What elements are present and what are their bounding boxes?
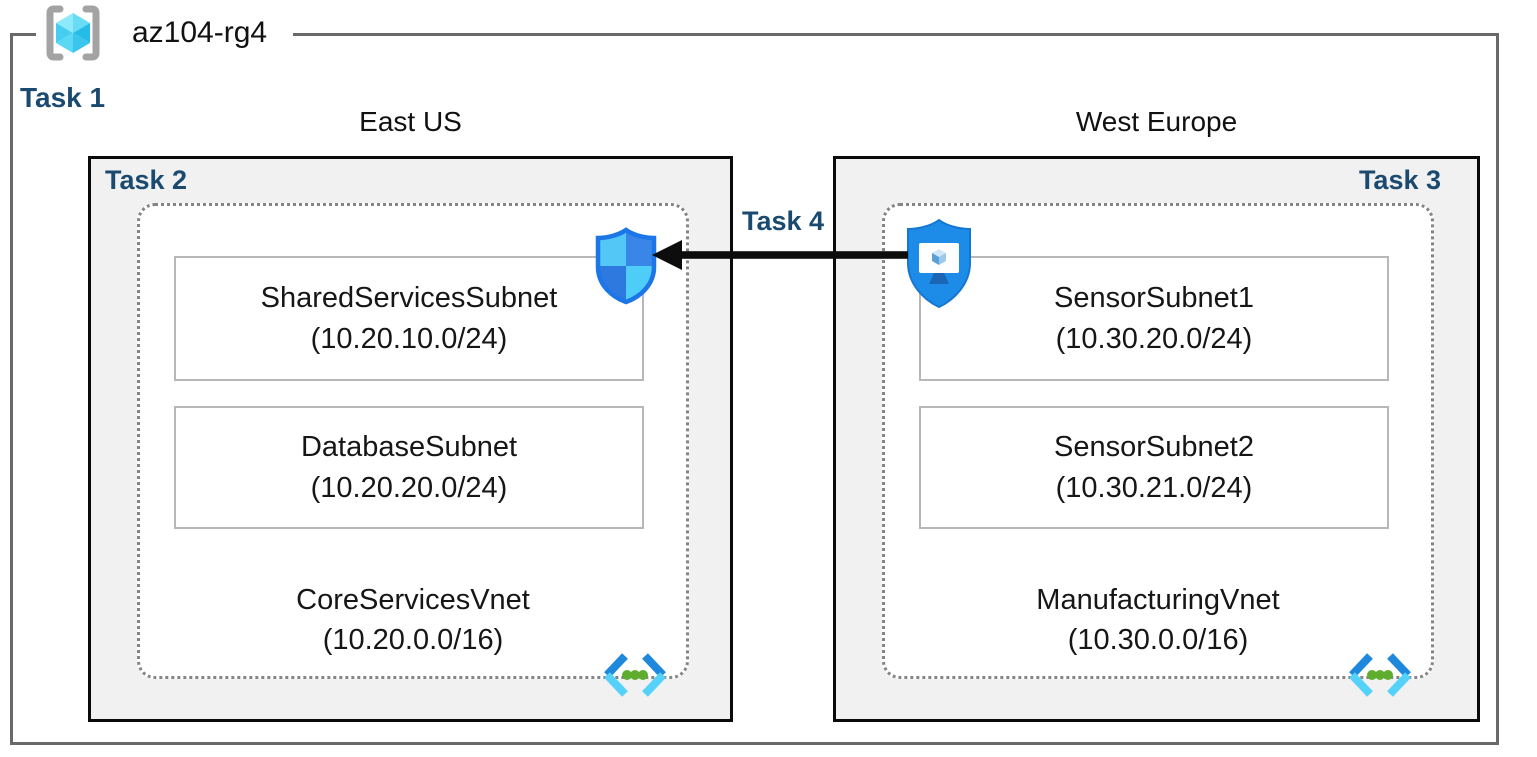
virtual-network-icon	[1349, 653, 1411, 697]
shielded-monitor-icon	[907, 218, 971, 309]
subnet-database: DatabaseSubnet (10.20.20.0/24)	[174, 406, 644, 529]
vnet-label-manufacturing: ManufacturingVnet (10.30.0.0/16)	[885, 580, 1431, 660]
vnet-name: CoreServicesVnet	[296, 583, 530, 616]
subnet-cidr: (10.20.20.0/24)	[310, 471, 508, 504]
subnet-name: SensorSubnet2	[1054, 431, 1254, 464]
resource-group-icon	[46, 5, 100, 61]
network-security-shield-icon	[595, 227, 657, 305]
subnet-shared-services: SharedServicesSubnet (10.20.10.0/24)	[174, 256, 644, 381]
vnet-cidr: (10.30.0.0/16)	[1067, 623, 1249, 656]
resource-group-boundary	[10, 33, 1499, 745]
subnet-name: SharedServicesSubnet	[260, 282, 558, 315]
subnet-name: DatabaseSubnet	[300, 431, 518, 464]
vnet-name: ManufacturingVnet	[1036, 583, 1280, 616]
vnet-cidr: (10.20.0.0/16)	[322, 623, 504, 656]
region-title-east-us: East US	[359, 106, 462, 137]
peering-arrow	[652, 240, 908, 270]
resource-group-header: az104-rg4	[36, 2, 294, 64]
region-west-europe: Task 3 SensorSubnet1 (10.30.20.0/24) Sen…	[833, 156, 1480, 722]
task-3-label: Task 3	[1358, 165, 1441, 195]
subnet-name: SensorSubnet1	[1054, 282, 1254, 315]
manufacturing-vnet: SensorSubnet1 (10.30.20.0/24) SensorSubn…	[882, 203, 1434, 697]
vnet-label-core-services: CoreServicesVnet (10.20.0.0/16)	[140, 580, 686, 660]
subnet-cidr: (10.20.10.0/24)	[310, 322, 508, 355]
virtual-network-icon	[604, 653, 666, 697]
task-1-label: Task 1	[20, 82, 106, 113]
subnet-cidr: (10.30.20.0/24)	[1055, 322, 1253, 355]
subnet-sensor-1: SensorSubnet1 (10.30.20.0/24)	[919, 256, 1389, 381]
subnet-cidr: (10.30.21.0/24)	[1055, 471, 1253, 504]
region-title-west-europe: West Europe	[1075, 106, 1238, 137]
task-4-label: Task 4	[741, 206, 825, 236]
core-services-vnet: SharedServicesSubnet (10.20.10.0/24) Dat…	[137, 203, 689, 697]
resource-group-name: az104-rg4	[132, 16, 268, 49]
subnet-sensor-2: SensorSubnet2 (10.30.21.0/24)	[919, 406, 1389, 529]
task-2-label: Task 2	[105, 165, 188, 195]
